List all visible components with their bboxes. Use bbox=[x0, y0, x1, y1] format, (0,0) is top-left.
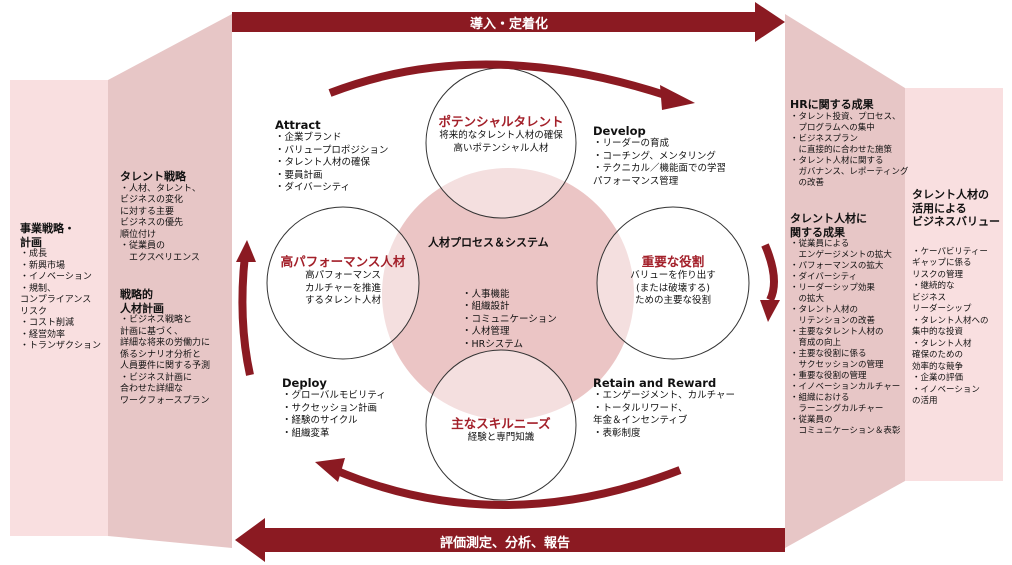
right-outer-panel bbox=[905, 88, 1003, 481]
circle-critical-roles bbox=[596, 206, 750, 360]
workforce-planning-section: 戦略的 人材計画 ・ビジネス戦略と 計画に基づく、 詳細な将来の労働力に 係るシ… bbox=[120, 288, 211, 406]
cycle-arrow-left bbox=[238, 254, 254, 376]
right-inner-panel bbox=[785, 14, 905, 548]
business-value-section: タレント人材の 活用による ビジネスバリュー ・ケーパビリティー ギャップに係る… bbox=[912, 188, 1000, 406]
attract-section: Attract ・企業ブランド・バリュープロポジション・タレント人材の確保・要員… bbox=[275, 118, 389, 193]
hr-outcomes-section: HRに関する成果 ・タレント投資、プロセス、 プログラムへの集中・ビジネスプラン… bbox=[790, 98, 909, 188]
center-circle bbox=[382, 168, 634, 420]
bottom-arrow-label: 評価測定、分析、報告 bbox=[440, 536, 571, 551]
circle-high-performance bbox=[266, 206, 420, 360]
center-section: 人材プロセス＆システム ・人事機能・組織設計・コミュニケーション・人材管理・HR… bbox=[428, 236, 557, 350]
key-skills-label: 主なスキルニーズ 経験と専門知識 bbox=[451, 416, 551, 443]
cycle-arrow-right bbox=[761, 243, 778, 302]
circle-key-skills bbox=[425, 349, 577, 501]
cycle-arrow-top bbox=[328, 60, 667, 99]
develop-section: Develop ・リーダーの育成・コーチング、メンタリング・テクニカル／機能面で… bbox=[593, 124, 727, 187]
business-strategy-section: 事業戦略・ 計画 ・成長・新興市場・イノベーション・規制、 コンプライアンス リ… bbox=[20, 222, 102, 351]
top-arrow-label: 導入・定着化 bbox=[470, 17, 549, 32]
critical-roles-label: 重要な役割 バリューを作り出す (または破壊する) ための主要な役割 bbox=[630, 254, 716, 306]
top-arrow bbox=[232, 2, 785, 42]
high-performance-label: 高パフォーマンス人材 高パフォーマンス カルチャーを推進 するタレント人材 bbox=[280, 254, 406, 306]
retain-reward-section: Retain and Reward ・エンゲージメント、カルチャー・トータルリワ… bbox=[593, 376, 736, 439]
bottom-arrow bbox=[235, 518, 785, 562]
talent-outcomes-section: タレント人材に 関する成果 ・従業員による エンゲージメントの拡大・パフォーマン… bbox=[790, 212, 901, 436]
left-inner-panel bbox=[108, 14, 232, 548]
deploy-section: Deploy ・グローバルモビリティ・サクセッション計画・経験のサイクル・組織変… bbox=[282, 376, 386, 439]
left-outer-panel bbox=[10, 80, 110, 536]
potential-talent-label: ポテンシャルタレント 将来的なタレント人材の確保 高いポテンシャル人材 bbox=[438, 114, 564, 154]
talent-strategy-section: タレント戦略 ・人材、タレント、 ビジネスの変化 に対する主要 ビジネスの優先 … bbox=[120, 170, 201, 263]
cycle-arrow-bottom bbox=[333, 466, 682, 509]
